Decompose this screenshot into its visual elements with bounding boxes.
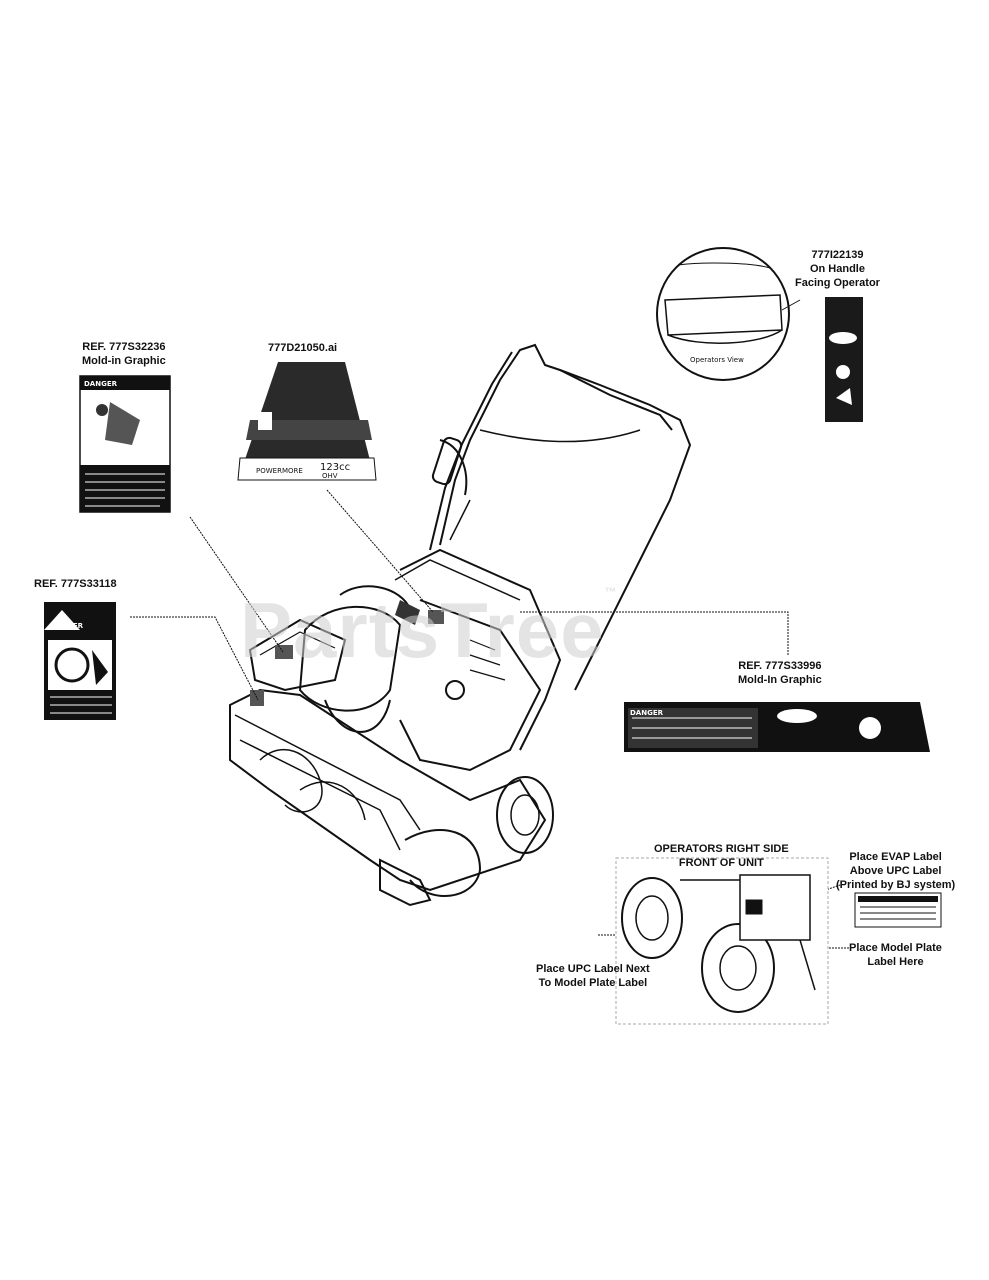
shroud-brand-text: POWERMORE (256, 467, 303, 475)
model-plate-label-text: Place Model Plate Label Here (849, 942, 942, 968)
handle-label: 777I22139 On Handle Facing Operator (795, 249, 880, 289)
handle-inset (656, 247, 801, 381)
operators-side-label: OPERATORS RIGHT SIDE FRONT OF UNIT (654, 843, 789, 869)
side-decal (44, 602, 116, 720)
chute-label: REF. 777S32236 Mold-in Graphic (82, 341, 166, 367)
dash-danger-text: DANGER (630, 709, 664, 717)
chute-decal (79, 375, 171, 513)
handle-inset-text: Operators View (690, 356, 744, 364)
dash-label: REF. 777S33996 Mold-In Graphic (738, 660, 822, 686)
shroud-decal (237, 362, 377, 481)
handle-decal (825, 297, 863, 422)
shroud-engine-text: 123cc (320, 462, 350, 473)
evap-label-text: Place EVAP Label Above UPC Label (Printe… (836, 851, 956, 891)
dash-decal (624, 702, 930, 752)
chute-danger-text: DANGER (84, 380, 118, 388)
side-label: REF. 777S33118 (34, 578, 117, 590)
right-side-inset (615, 857, 829, 1025)
snow-blower-drawing (229, 343, 692, 907)
watermark: PartsTree™ (240, 585, 618, 674)
shroud-sub-text: OHV (322, 472, 338, 480)
side-danger-text: DANGER (50, 622, 84, 630)
evap-label (854, 892, 942, 928)
shroud-label: 777D21050.ai (268, 342, 338, 354)
upc-label-text: Place UPC Label Next To Model Plate Labe… (536, 963, 650, 989)
